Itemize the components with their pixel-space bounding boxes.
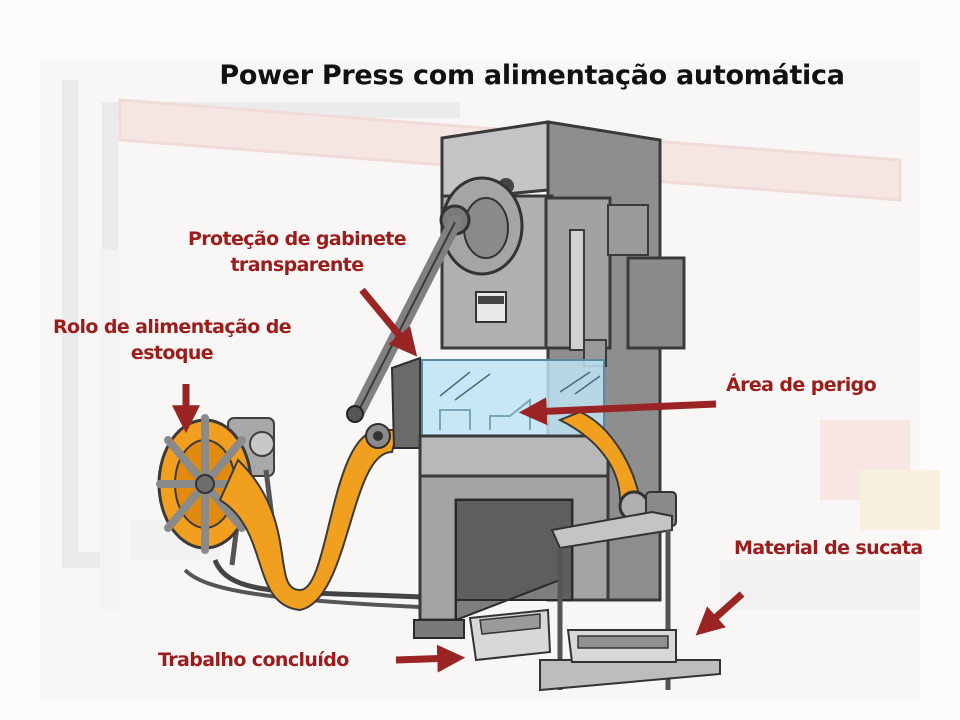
- label-guard-line2: transparente: [230, 254, 364, 276]
- label-stock-roll: Rolo de alimentação de estoque: [38, 314, 306, 366]
- label-danger-area: Área de perigo: [726, 374, 877, 396]
- finished-parts-bin: [468, 608, 552, 662]
- callout-arrows: [172, 287, 745, 673]
- label-roll-line2: estoque: [130, 342, 214, 364]
- flywheel: [346, 176, 524, 423]
- stock-coil: [156, 414, 254, 554]
- press-base: [413, 434, 610, 639]
- page-title: Power Press com alimentação automática: [219, 60, 845, 91]
- label-scrap-material: Material de sucata: [734, 537, 923, 559]
- scrap-bin: [566, 629, 677, 663]
- arrow-scrap: [695, 591, 745, 636]
- label-guard-line1: Proteção de gabinete: [187, 228, 407, 250]
- label-roll-line1: Rolo de alimentação de: [53, 316, 292, 338]
- arrow-finished: [395, 644, 466, 673]
- power-cable-2: [183, 568, 441, 610]
- arrow-guard: [359, 287, 418, 357]
- scrap-station: [539, 490, 721, 692]
- label-finished-work: Trabalho concluído: [158, 649, 349, 671]
- label-transparent-guard: Proteção de gabinete transparente: [172, 226, 422, 278]
- arrow-danger: [518, 397, 717, 426]
